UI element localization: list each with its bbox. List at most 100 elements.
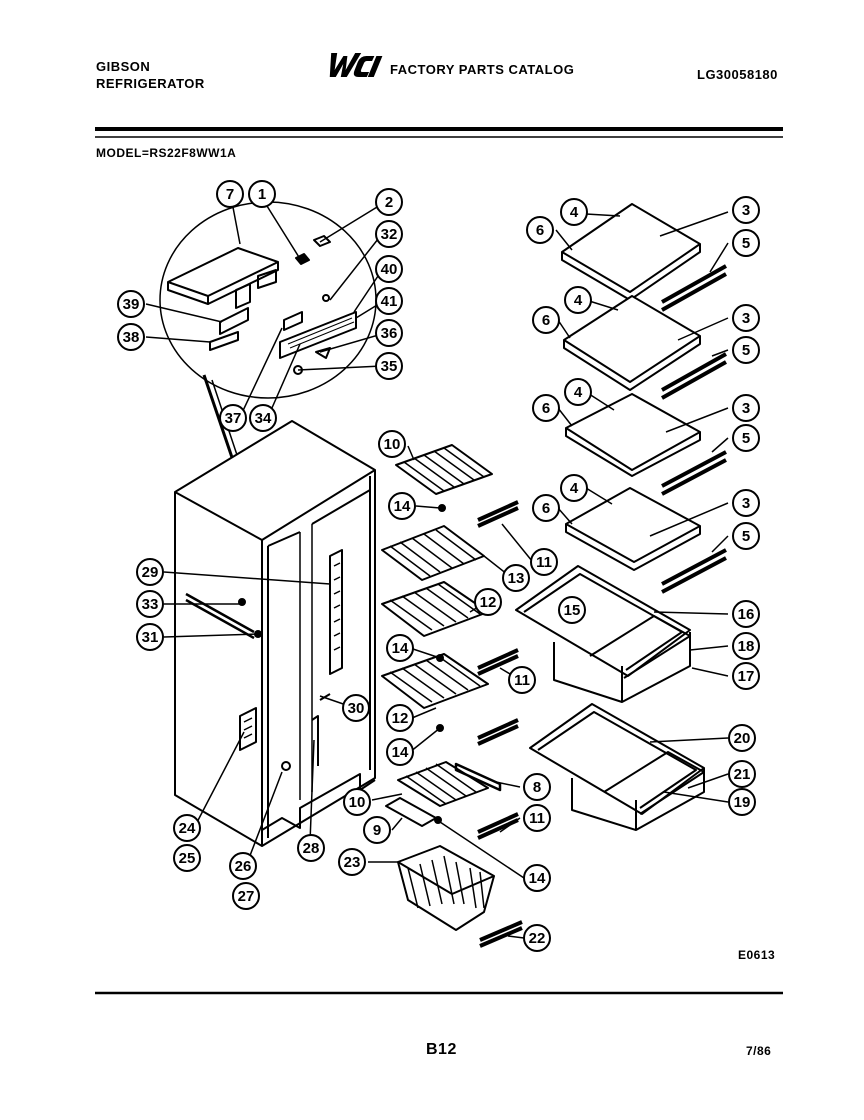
callout-circle [732, 229, 760, 257]
callout-c5b: 5 [732, 336, 760, 364]
callout-number: 24 [179, 820, 196, 837]
callout-number: 9 [373, 822, 381, 839]
callout-c33: 33 [136, 590, 164, 618]
product-type: REFRIGERATOR [96, 76, 205, 91]
callout-circle [508, 666, 536, 694]
callout-c29: 29 [136, 558, 164, 586]
callout-circle [363, 816, 391, 844]
callout-circle [474, 588, 502, 616]
callout-number: 14 [394, 498, 411, 515]
callout-circle [375, 319, 403, 347]
callout-number: 16 [738, 606, 755, 623]
callout-circle [386, 704, 414, 732]
callout-c19: 19 [728, 788, 756, 816]
callout-number: 5 [742, 342, 750, 359]
callout-number: 25 [179, 850, 196, 867]
callout-number: 3 [742, 400, 750, 417]
callout-number: 37 [225, 410, 242, 427]
callout-circle [523, 804, 551, 832]
callout-circle [216, 180, 244, 208]
callout-circle [560, 474, 588, 502]
callout-number: 31 [142, 629, 159, 646]
callout-c38: 38 [117, 323, 145, 351]
callout-number: 14 [392, 640, 409, 657]
callout-circle [728, 724, 756, 752]
callout-circle [732, 600, 760, 628]
callout-c4d: 4 [560, 474, 588, 502]
callout-c12b: 12 [386, 704, 414, 732]
callout-c21: 21 [728, 760, 756, 788]
callout-c11a: 11 [530, 548, 558, 576]
callout-circle [532, 394, 560, 422]
callout-c3a: 3 [732, 196, 760, 224]
callout-number: 3 [742, 495, 750, 512]
callout-c35: 35 [375, 352, 403, 380]
callout-c30: 30 [342, 694, 370, 722]
callout-c14d: 14 [523, 864, 551, 892]
callout-c31: 31 [136, 623, 164, 651]
callout-c15: 15 [558, 596, 586, 624]
callout-number: 28 [303, 840, 320, 857]
callout-c36: 36 [375, 319, 403, 347]
callout-c17: 17 [732, 662, 760, 690]
callout-number: 15 [564, 602, 581, 619]
callout-number: 8 [533, 779, 541, 796]
callout-c23: 23 [338, 848, 366, 876]
callout-c1: 1 [248, 180, 276, 208]
callout-c11b: 11 [508, 666, 536, 694]
callout-circle [117, 323, 145, 351]
callout-number: 21 [734, 766, 751, 783]
callout-number: 1 [258, 186, 266, 203]
callout-circle [375, 287, 403, 315]
callout-number: 5 [742, 430, 750, 447]
callout-circle [523, 924, 551, 952]
callout-circle [375, 352, 403, 380]
brand-block: GIBSON REFRIGERATOR [96, 58, 205, 92]
callout-number: 2 [385, 194, 393, 211]
callout-circle [728, 788, 756, 816]
callout-number: 10 [384, 436, 401, 453]
callout-number: 32 [381, 226, 398, 243]
catalog-title: FACTORY PARTS CATALOG [390, 62, 575, 77]
callout-circle [558, 596, 586, 624]
callout-circle [502, 564, 530, 592]
callout-number: 36 [381, 325, 398, 342]
callout-circle [248, 180, 276, 208]
callout-circle [375, 255, 403, 283]
callout-number: 14 [529, 870, 546, 887]
callout-c9: 9 [363, 816, 391, 844]
callout-c10b: 10 [343, 788, 371, 816]
callout-circle [560, 198, 588, 226]
callout-number: 29 [142, 564, 159, 581]
callout-c37: 37 [219, 404, 247, 432]
callout-circle [532, 306, 560, 334]
callout-circle [249, 404, 277, 432]
callout-number: 11 [514, 672, 530, 689]
callout-c11c: 11 [523, 804, 551, 832]
callout-c3c: 3 [732, 394, 760, 422]
callout-number: 12 [392, 710, 409, 727]
callout-c26: 26 [229, 852, 257, 880]
callout-number: 10 [349, 794, 366, 811]
callout-circle [375, 188, 403, 216]
callout-number: 19 [734, 794, 751, 811]
page-number: B12 [426, 1041, 457, 1058]
callout-number: 27 [238, 888, 255, 905]
callout-circle [728, 760, 756, 788]
callout-circle [732, 196, 760, 224]
callout-circle [338, 848, 366, 876]
callout-c6b: 6 [532, 306, 560, 334]
callout-c32: 32 [375, 220, 403, 248]
callout-c10a: 10 [378, 430, 406, 458]
callout-c18: 18 [732, 632, 760, 660]
model-label: MODEL=RS22F8WW1A [96, 146, 237, 160]
callout-circle [732, 489, 760, 517]
fresh-food-shelves [515, 203, 727, 831]
callout-c34: 34 [249, 404, 277, 432]
page-date: 7/86 [746, 1044, 772, 1058]
callout-number: 6 [542, 400, 550, 417]
callout-circle [136, 558, 164, 586]
brand-name: GIBSON [96, 59, 151, 74]
callout-number: 4 [574, 384, 583, 401]
